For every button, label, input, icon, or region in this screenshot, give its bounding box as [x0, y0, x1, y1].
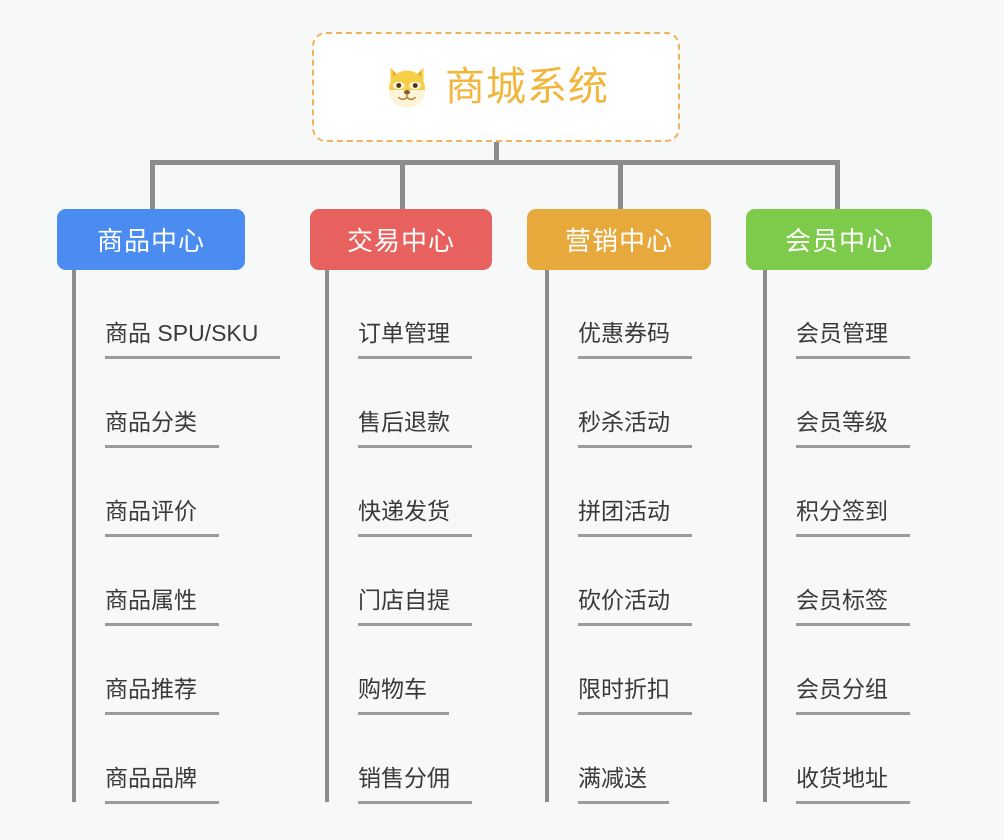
- connector-drop-2: [400, 160, 405, 210]
- list-item[interactable]: 满减送: [545, 715, 692, 804]
- list-item[interactable]: 商品 SPU/SKU: [72, 270, 281, 359]
- leaf-label: 快递发货: [358, 500, 472, 537]
- list-item[interactable]: 拼团活动: [545, 448, 692, 537]
- list-item[interactable]: 快递发货: [325, 448, 472, 537]
- branch-header-product-center[interactable]: 商品中心: [57, 209, 245, 270]
- leaf-label: 门店自提: [358, 589, 472, 626]
- list-item[interactable]: 积分签到: [763, 448, 910, 537]
- connector-horizontal-bus: [150, 160, 840, 165]
- list-item[interactable]: 优惠券码: [545, 270, 692, 359]
- leaf-label: 订单管理: [358, 322, 472, 359]
- leaf-label: 商品推荐: [105, 678, 219, 715]
- list-item[interactable]: 订单管理: [325, 270, 472, 359]
- branch-trade-center: 交易中心 订单管理 售后退款 快递发货 门店自提 购物车 销售分佣: [310, 209, 492, 804]
- branch-header-marketing-center[interactable]: 营销中心: [527, 209, 711, 270]
- leaf-label: 秒杀活动: [578, 411, 692, 448]
- list-item[interactable]: 门店自提: [325, 537, 472, 626]
- leaf-label: 会员分组: [796, 678, 910, 715]
- leaf-list-trade-center: 订单管理 售后退款 快递发货 门店自提 购物车 销售分佣: [325, 270, 472, 804]
- leaf-label: 商品 SPU/SKU: [105, 322, 281, 359]
- list-item[interactable]: 会员分组: [763, 626, 910, 715]
- leaf-label: 满减送: [578, 767, 669, 804]
- leaf-list-member-center: 会员管理 会员等级 积分签到 会员标签 会员分组 收货地址: [763, 270, 910, 804]
- list-item[interactable]: 商品评价: [72, 448, 280, 537]
- leaf-list-product-center: 商品 SPU/SKU 商品分类 商品评价 商品属性 商品推荐 商品品牌: [72, 270, 281, 804]
- list-item[interactable]: 会员标签: [763, 537, 910, 626]
- list-item[interactable]: 限时折扣: [545, 626, 692, 715]
- leaf-label: 会员标签: [796, 589, 910, 626]
- list-item[interactable]: 售后退款: [325, 359, 472, 448]
- leaf-label: 砍价活动: [578, 589, 692, 626]
- branch-header-member-center[interactable]: 会员中心: [746, 209, 932, 270]
- leaf-label: 商品分类: [105, 411, 219, 448]
- list-item[interactable]: 秒杀活动: [545, 359, 692, 448]
- connector-vertical-marketing-center: [545, 270, 549, 802]
- leaf-label: 售后退款: [358, 411, 472, 448]
- list-item[interactable]: 商品属性: [72, 537, 280, 626]
- list-item[interactable]: 会员管理: [763, 270, 910, 359]
- connector-root-stem: [494, 142, 499, 164]
- list-item[interactable]: 商品推荐: [72, 626, 280, 715]
- leaf-label: 商品品牌: [105, 767, 219, 804]
- connector-vertical-product-center: [72, 270, 76, 802]
- leaf-label: 优惠券码: [578, 322, 692, 359]
- root-title: 商城系统: [445, 65, 609, 109]
- branch-header-trade-center[interactable]: 交易中心: [310, 209, 492, 270]
- leaf-label: 商品属性: [105, 589, 219, 626]
- shiba-dog-icon: [383, 63, 431, 111]
- list-item[interactable]: 砍价活动: [545, 537, 692, 626]
- list-item[interactable]: 商品品牌: [72, 715, 280, 804]
- list-item[interactable]: 购物车: [325, 626, 472, 715]
- list-item[interactable]: 收货地址: [763, 715, 910, 804]
- connector-drop-4: [835, 160, 840, 210]
- leaf-label: 积分签到: [796, 500, 910, 537]
- leaf-label: 销售分佣: [358, 767, 472, 804]
- leaf-label: 商品评价: [105, 500, 219, 537]
- leaf-label: 收货地址: [796, 767, 910, 804]
- branch-marketing-center: 营销中心 优惠券码 秒杀活动 拼团活动 砍价活动 限时折扣 满减送: [527, 209, 711, 804]
- leaf-label: 购物车: [358, 678, 449, 715]
- leaf-label: 限时折扣: [578, 678, 692, 715]
- list-item[interactable]: 会员等级: [763, 359, 910, 448]
- leaf-label: 会员等级: [796, 411, 910, 448]
- root-node-shop-system[interactable]: 商城系统: [312, 32, 680, 142]
- connector-vertical-trade-center: [325, 270, 329, 802]
- branch-member-center: 会员中心 会员管理 会员等级 积分签到 会员标签 会员分组 收货地址: [746, 209, 932, 804]
- connector-drop-3: [618, 160, 623, 210]
- leaf-label: 会员管理: [796, 322, 910, 359]
- leaf-label: 拼团活动: [578, 500, 692, 537]
- leaf-list-marketing-center: 优惠券码 秒杀活动 拼团活动 砍价活动 限时折扣 满减送: [545, 270, 692, 804]
- branch-product-center: 商品中心 商品 SPU/SKU 商品分类 商品评价 商品属性 商品推荐 商品品牌: [57, 209, 281, 804]
- connector-drop-1: [150, 160, 155, 210]
- list-item[interactable]: 销售分佣: [325, 715, 472, 804]
- list-item[interactable]: 商品分类: [72, 359, 280, 448]
- connector-vertical-member-center: [763, 270, 767, 802]
